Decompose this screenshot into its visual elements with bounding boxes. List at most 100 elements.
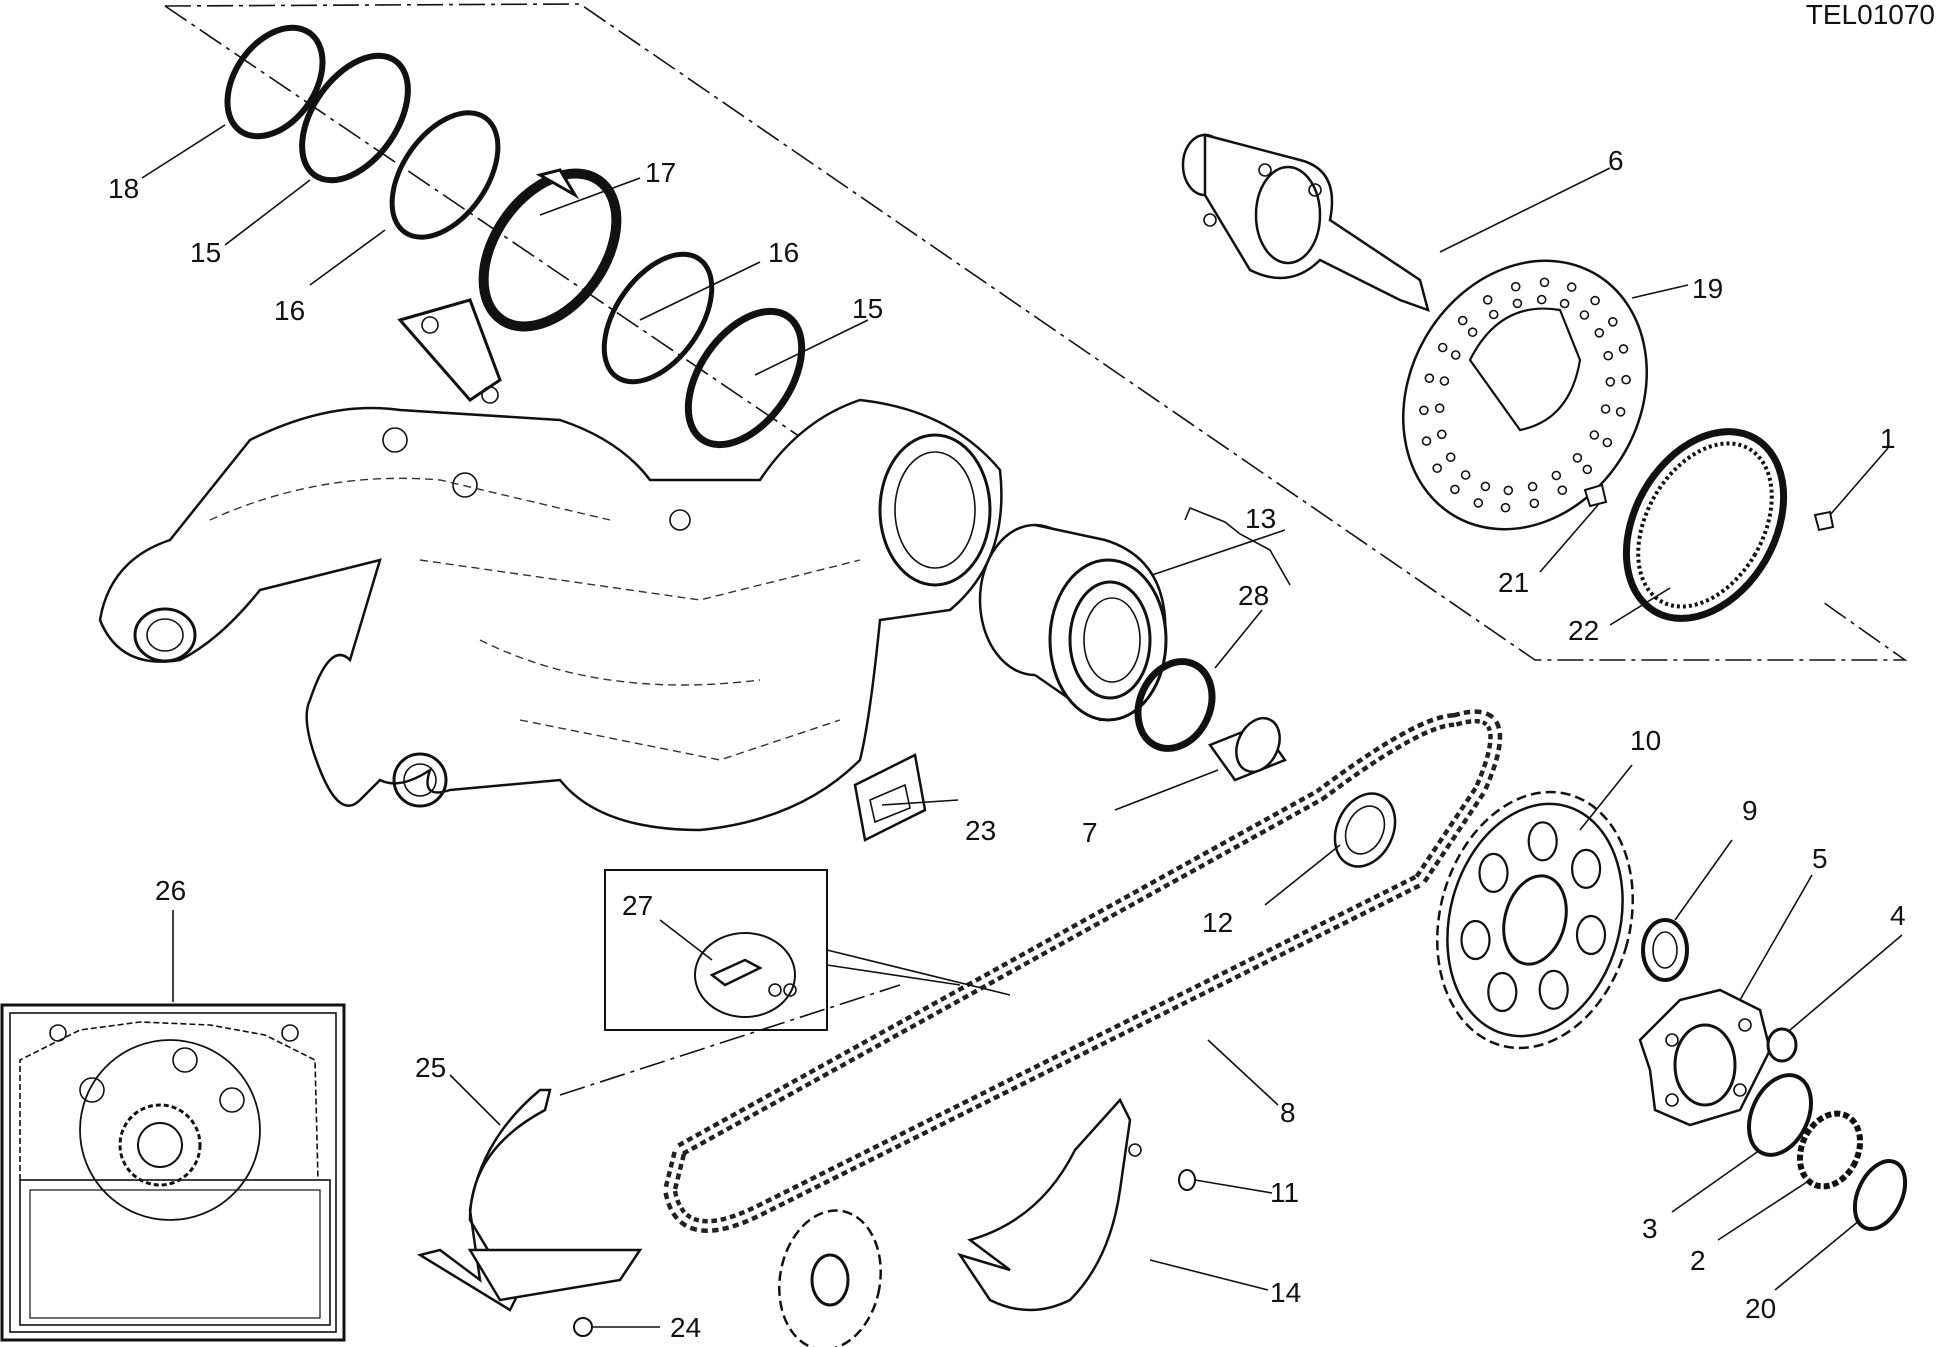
disc-hole (1450, 484, 1460, 495)
disc-hole (1615, 406, 1626, 417)
axle-part-6 (1181, 133, 1430, 312)
drawing-code: TEL01070 (1806, 0, 1935, 30)
leader-lines (141, 124, 1903, 1328)
callout-17: 17 (645, 157, 676, 188)
disc-hole (1503, 485, 1514, 496)
cover-part-25 (416, 1088, 643, 1312)
callout-15-upper: 15 (190, 237, 221, 268)
callout-15-lower: 15 (852, 293, 883, 324)
bearing-part-9 (1641, 918, 1689, 982)
disc-hole (1419, 405, 1429, 416)
callout-25: 25 (415, 1052, 446, 1083)
sprocket-hole (1487, 971, 1518, 1013)
disc-hole (1510, 281, 1521, 292)
disc-hole (1424, 373, 1435, 384)
seal-ring-part-15-lower (684, 307, 806, 449)
washer-part-3 (1747, 1073, 1813, 1157)
sprocket-holes (1460, 821, 1607, 1013)
disc-hole (1473, 498, 1484, 508)
spacer-part-7 (1208, 717, 1287, 782)
disc-hole (1618, 344, 1629, 354)
disc-hole (1480, 481, 1491, 492)
disc-hole (1432, 463, 1442, 474)
disc-hole (1536, 294, 1547, 305)
o-ring-part-16-upper (389, 110, 501, 240)
disc-hole (1439, 376, 1450, 386)
callout-19: 19 (1692, 273, 1723, 304)
callout-3: 3 (1642, 1213, 1658, 1244)
callout-22: 22 (1568, 615, 1599, 646)
callout-8: 8 (1280, 1097, 1296, 1128)
brake-disc-part-19 (1402, 259, 1648, 531)
chain-guard-part-14 (957, 1097, 1142, 1312)
disc-hole (1450, 350, 1461, 360)
callout-1: 1 (1880, 423, 1896, 454)
disc-hole (1460, 470, 1471, 480)
disc-hole (1488, 309, 1499, 320)
disc-hole (1527, 481, 1538, 492)
disc-hole (1437, 342, 1448, 353)
sprocket-hole (1575, 914, 1607, 956)
tone-ring-part-22 (1622, 428, 1788, 622)
callout-18: 18 (108, 173, 139, 204)
wheel-nut-part-2 (1796, 1110, 1864, 1190)
disc-hole (1608, 316, 1618, 327)
callout-11: 11 (1270, 1177, 1299, 1208)
disc-hole (1445, 452, 1456, 463)
bolt-part-21 (1583, 483, 1608, 508)
callout-2: 2 (1690, 1245, 1706, 1276)
disc-hole (1551, 470, 1562, 481)
disc-hole (1457, 315, 1468, 326)
disc-hole (1437, 429, 1447, 440)
callout-28: 28 (1238, 580, 1269, 611)
seal-ring-part-15-upper (299, 52, 411, 184)
disc-hole (1602, 437, 1613, 448)
disc-hole (1594, 327, 1605, 338)
callout-26: 26 (155, 875, 186, 906)
callout-6: 6 (1608, 145, 1624, 176)
disc-hole (1582, 464, 1593, 475)
disc-hole (1566, 282, 1577, 292)
sprocket-hole (1478, 852, 1509, 894)
caliper-bracket-part-17 (397, 168, 622, 404)
disc-hole (1467, 327, 1478, 338)
disc-hole (1600, 404, 1611, 414)
callout-4: 4 (1890, 900, 1906, 931)
disc-hole (1621, 374, 1631, 385)
disc-hole (1512, 298, 1523, 309)
sprocket-hole (1570, 848, 1602, 890)
detail-box-27 (604, 869, 1011, 1031)
washer-part-12 (1333, 792, 1397, 868)
disc-hole (1529, 498, 1540, 509)
bolt-part-1 (1813, 510, 1835, 532)
disc-hole (1421, 436, 1432, 446)
drive-chain-part-8 (662, 709, 1503, 1233)
callout-24: 24 (670, 1312, 701, 1343)
rear-sprocket-part-10 (1436, 790, 1634, 1050)
callout-27: 27 (622, 890, 653, 921)
disc-hole (1605, 376, 1616, 387)
nut-part-4 (1766, 1027, 1798, 1063)
disc-hole (1572, 452, 1583, 463)
disc-hole (1482, 294, 1493, 305)
callout-9: 9 (1742, 795, 1758, 826)
callout-16-upper: 16 (274, 295, 305, 326)
callout-12: 12 (1202, 907, 1233, 938)
disc-hole (1500, 502, 1511, 513)
disc-hole (1434, 403, 1445, 414)
disc-hole (1557, 485, 1568, 496)
callout-20: 20 (1745, 1293, 1776, 1324)
callout-16-lower: 16 (768, 237, 799, 268)
plate-part-23 (853, 753, 927, 842)
swingarm (98, 398, 1003, 832)
part-callouts: 1 2 3 4 5 6 7 8 9 10 11 12 13 14 15 15 1… (108, 145, 1906, 1343)
sprocket-carrier-part-5 (1638, 988, 1772, 1127)
sprocket-hole (1538, 969, 1569, 1010)
sprocket-hole (1527, 821, 1558, 862)
screw-part-11 (1178, 1169, 1196, 1191)
callout-13: 13 (1245, 503, 1276, 534)
front-sprocket (778, 1209, 882, 1347)
disc-hole (1579, 310, 1590, 320)
screw-part-24 (573, 1317, 593, 1337)
